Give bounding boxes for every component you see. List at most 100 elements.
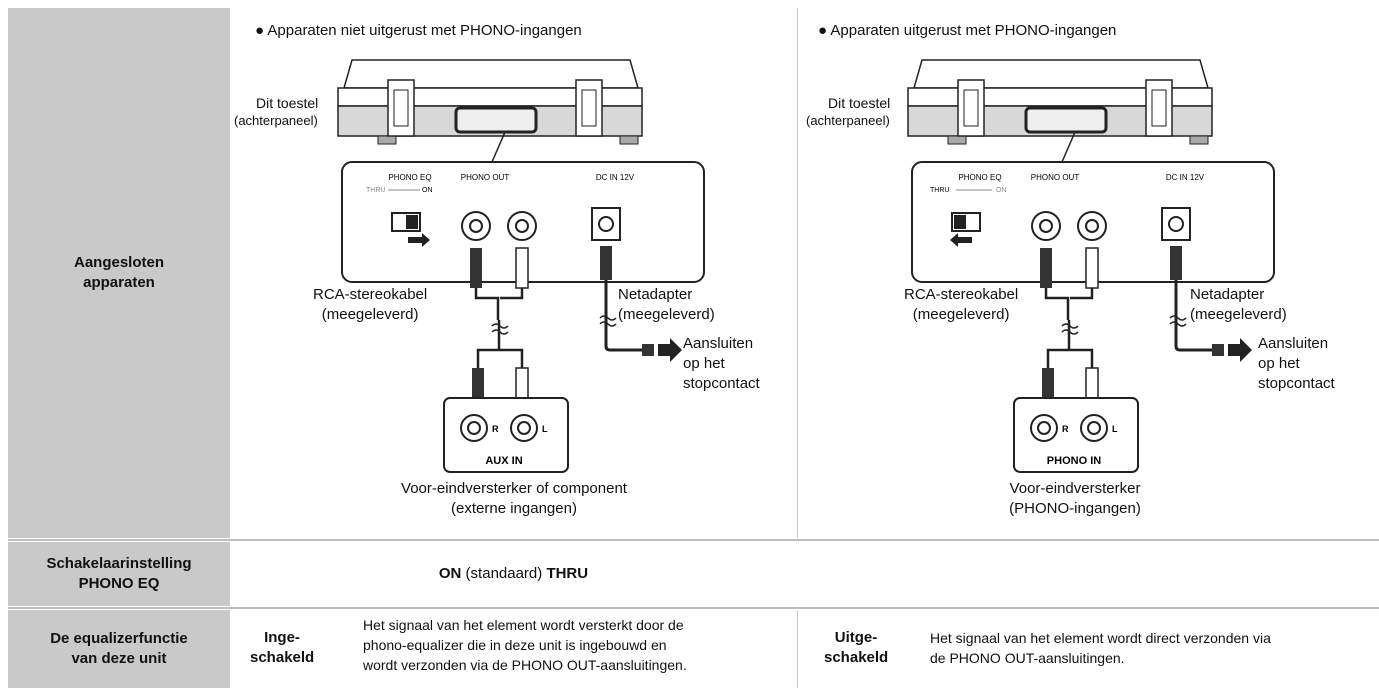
on-label: ON <box>996 187 1007 194</box>
thru-label: THRU <box>930 187 949 194</box>
arrow-right-icon <box>408 233 430 247</box>
outlet-label-line: Aansluiten <box>683 335 754 352</box>
dc-in-label: DC IN 12V <box>1166 173 1205 182</box>
row-header-line: De equalizerfunctie <box>50 630 188 647</box>
cable-label-line: RCA-stereokabel <box>904 286 1019 303</box>
column-divider <box>797 610 798 688</box>
input-l-label: L <box>542 424 548 434</box>
on-label: ON <box>422 187 433 194</box>
outlet-label-line: Aansluiten <box>1258 335 1329 352</box>
description-line: phono-equalizer die in deze unit is inge… <box>363 637 667 653</box>
input-l-label: L <box>1112 424 1118 434</box>
right-caption: ● Apparaten uitgerust met PHONO-ingangen <box>818 22 1117 39</box>
switch-thru-text: THRU <box>546 565 589 582</box>
input-r-label: R <box>492 424 499 434</box>
turntable-icon <box>337 59 643 145</box>
right-description: Het signaal van het element wordt direct… <box>930 628 1271 668</box>
description-line: Het signaal van het element wordt verste… <box>363 617 684 633</box>
row-header-line: Aangesloten <box>73 254 164 271</box>
outlet-label-line: op het <box>1258 355 1300 372</box>
adapter-label-line: Netadapter <box>1190 286 1265 303</box>
amp-label-line: (externe ingangen) <box>451 500 577 517</box>
right-caption-text: Apparaten uitgerust met PHONO-ingangen <box>830 22 1117 39</box>
right-state-label: Uitge- schakeld <box>824 628 888 668</box>
aux-in-label: AUX IN <box>485 455 522 467</box>
jack-l-icon <box>1077 211 1107 241</box>
dc-jack-icon <box>1161 207 1191 241</box>
left-caption: ● Apparaten niet uitgerust met PHONO-ing… <box>255 22 582 39</box>
right-adapter-label: Netadapter (meegeleverd) <box>1190 285 1287 325</box>
rca-cable-icon <box>470 247 529 407</box>
left-caption-text: Apparaten niet uitgerust met PHONO-ingan… <box>267 22 582 39</box>
right-amp-label: Voor-eindversterker (PHONO-ingangen) <box>960 479 1190 519</box>
description-line: Het signaal van het element wordt direct… <box>930 630 1271 646</box>
outlet-label-line: stopcontact <box>683 375 760 392</box>
jack-r-icon <box>1031 211 1061 241</box>
rca-cable-icon <box>1040 247 1099 407</box>
left-description: Het signaal van het element wordt verste… <box>363 615 687 675</box>
outlet-label-line: op het <box>683 355 725 372</box>
row-header-connected-devices: Aangesloten apparaten <box>8 8 230 538</box>
adapter-label-line: (meegeleverd) <box>1190 306 1287 323</box>
input-r-label: R <box>1062 424 1069 434</box>
phono-out-label: PHONO OUT <box>461 173 510 182</box>
left-unit-sub-label: (achterpaneel) <box>234 113 318 128</box>
adapter-label-line: Netadapter <box>618 286 693 303</box>
adapter-label-line: (meegeleverd) <box>618 306 715 323</box>
phono-in-label: PHONO IN <box>1047 455 1101 467</box>
row-header-line: apparaten <box>83 274 155 291</box>
state-line: Uitge- <box>834 629 878 646</box>
outlet-label-line: stopcontact <box>1258 375 1335 392</box>
switch-setting-value: ON (standaard) THRU <box>230 564 797 584</box>
dc-in-label: DC IN 12V <box>596 173 635 182</box>
left-cable-label: RCA-stereokabel (meegeleverd) <box>313 285 427 325</box>
amp-label-line: (PHONO-ingangen) <box>1009 500 1141 517</box>
right-connection-diagram: PHONO EQ THRU ON PHONO OUT DC IN 12V <box>907 59 1275 473</box>
amplifier-box: R L AUX IN <box>443 397 569 473</box>
dc-jack-icon <box>591 207 621 241</box>
description-line: de PHONO OUT-aansluitingen. <box>930 650 1125 666</box>
amp-label-line: Voor-eindversterker of component <box>401 480 627 497</box>
phono-eq-label: PHONO EQ <box>388 173 431 182</box>
switch-default-text: (standaard) <box>461 565 547 582</box>
row-header-line: PHONO EQ <box>78 575 160 592</box>
phono-out-label: PHONO OUT <box>1031 173 1080 182</box>
state-line: schakeld <box>824 649 889 666</box>
state-line: schakeld <box>250 649 315 666</box>
power-adapter-icon <box>599 246 682 362</box>
row-header-equalizer-function: De equalizerfunctie van deze unit <box>8 610 230 688</box>
left-amp-label: Voor-eindversterker of component (extern… <box>378 479 650 519</box>
row-divider <box>8 539 1379 541</box>
cable-label-line: (meegeleverd) <box>912 306 1010 323</box>
column-divider <box>797 8 798 538</box>
jack-r-icon <box>461 211 491 241</box>
row-divider <box>8 607 1379 609</box>
right-cable-label: RCA-stereokabel (meegeleverd) <box>904 285 1018 325</box>
left-adapter-label: Netadapter (meegeleverd) <box>618 285 715 325</box>
switch-on-text: ON <box>438 565 462 582</box>
right-unit-label: Dit toestel <box>828 95 891 111</box>
description-line: wordt verzonden via de PHONO OUT-aanslui… <box>363 657 687 673</box>
state-line: Inge- <box>264 629 300 646</box>
cable-label-line: RCA-stereokabel <box>313 286 428 303</box>
arrow-left-icon <box>950 233 972 247</box>
rear-panel: PHONO EQ THRU ON PHONO OUT DC IN 12V <box>341 161 705 283</box>
left-connection-diagram: PHONO EQ THRU ON PHONO OUT DC IN 12V <box>337 59 705 473</box>
right-outlet-label: Aansluiten op het stopcontact <box>1258 334 1335 394</box>
turntable-icon <box>907 59 1213 145</box>
outlet-arrow-icon <box>658 338 682 362</box>
row-header-line: Schakelaarinstelling <box>46 555 192 572</box>
power-adapter-icon <box>1169 246 1252 362</box>
amp-label-line: Voor-eindversterker <box>1009 480 1141 497</box>
outlet-arrow-icon <box>1228 338 1252 362</box>
right-unit-sub-label: (achterpaneel) <box>806 113 890 128</box>
phono-eq-label: PHONO EQ <box>958 173 1001 182</box>
left-outlet-label: Aansluiten op het stopcontact <box>683 334 760 394</box>
left-unit-label: Dit toestel <box>256 95 319 111</box>
amplifier-box: R L PHONO IN <box>1013 397 1139 473</box>
jack-l-icon <box>507 211 537 241</box>
left-state-label: Inge- schakeld <box>250 628 314 668</box>
row-header-line: van deze unit <box>71 650 167 667</box>
